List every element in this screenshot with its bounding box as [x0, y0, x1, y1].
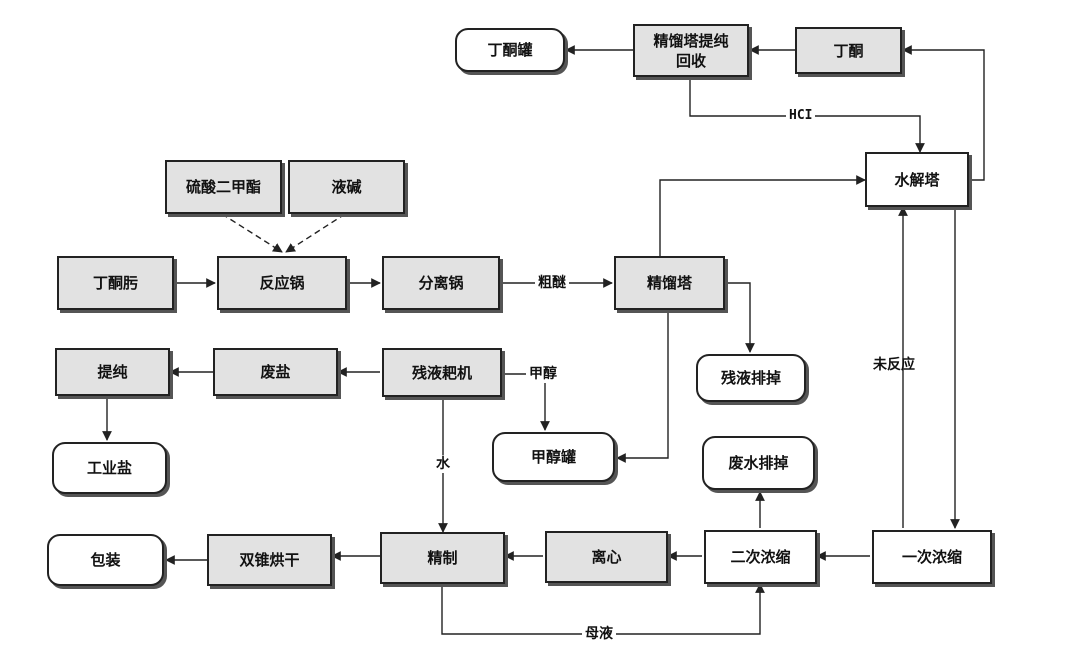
arrow-rectifying-to-methanol-tank — [616, 310, 669, 463]
arrow-hydrolysis-to-butanone — [902, 45, 985, 181]
arrow-rectifying-to-hydrolysis — [659, 175, 866, 256]
label-crude-ether: 粗醚 — [535, 274, 569, 292]
label-hcl: HCI — [786, 107, 816, 125]
node-wastewater-discharge: 废水排掉 — [702, 436, 815, 490]
node-butanone-oxime: 丁酮肟 — [57, 256, 174, 310]
node-rectifying-tower: 精馏塔 — [614, 256, 725, 310]
node-lye: 液碱 — [288, 160, 405, 214]
node-reactor: 反应锅 — [217, 256, 347, 310]
node-double-cone-dryer: 双锥烘干 — [207, 534, 332, 586]
node-methanol-tank: 甲醇罐 — [492, 432, 615, 482]
node-separator: 分离锅 — [382, 256, 500, 310]
node-butanone-tank: 丁酮罐 — [455, 28, 565, 72]
node-first-concentration: 一次浓缩 — [872, 530, 992, 584]
arrow-lye-to-reactor — [285, 213, 346, 253]
label-mother-liquor: 母液 — [582, 625, 616, 643]
node-industrial-salt: 工业盐 — [52, 442, 167, 494]
arrow-dimethyl-sulfate-to-reactor — [221, 213, 283, 253]
node-dimethyl-sulfate: 硫酸二甲酯 — [165, 160, 282, 214]
node-packaging: 包装 — [47, 534, 164, 586]
label-methanol: 甲醇 — [526, 365, 560, 383]
node-refining: 精制 — [380, 532, 505, 584]
node-centrifuge: 离心 — [545, 531, 668, 583]
node-waste-salt: 废盐 — [213, 348, 338, 396]
node-residue-discharge: 残液排掉 — [696, 354, 806, 402]
arrow-rectifying-to-residue-discharge — [725, 282, 755, 353]
node-butanone: 丁酮 — [795, 27, 902, 74]
label-water: 水 — [433, 455, 453, 473]
label-unreacted: 未反应 — [873, 357, 915, 373]
node-second-concentration: 二次浓缩 — [704, 530, 817, 584]
node-rectify-recover: 精馏塔提纯 回收 — [633, 24, 749, 77]
node-hydrolysis-tower: 水解塔 — [865, 152, 969, 207]
node-residue-dryer: 残液耙机 — [382, 348, 502, 397]
node-purify: 提纯 — [55, 348, 170, 396]
